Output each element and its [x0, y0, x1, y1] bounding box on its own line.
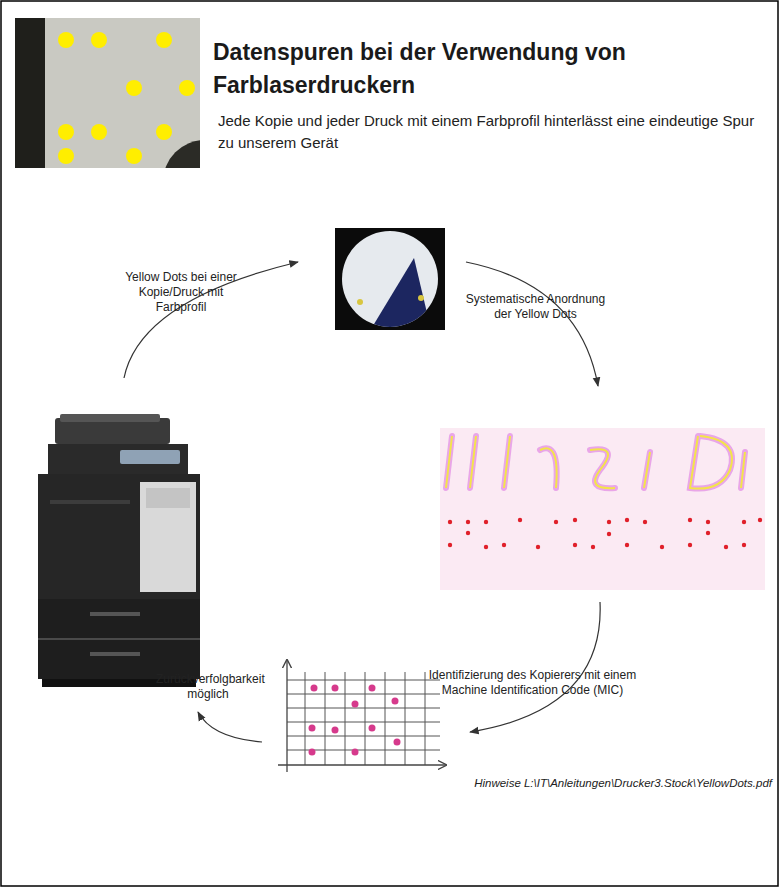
arrow-label: Identifizierung des Kopierers mit einem … [420, 668, 645, 698]
reference-note: Hinweise L:\IT\Anleitungen\Drucker3.Stoc… [400, 776, 772, 791]
printer-illustration [38, 414, 200, 687]
subtitle: Jede Kopie und jeder Druck mit einem Far… [218, 110, 768, 154]
arrow-label: Systematische Anordnung der Yellow Dots [458, 292, 613, 322]
page-title: Datenspuren bei der Verwendung von Farbl… [213, 36, 763, 102]
header-icon [15, 18, 200, 168]
arrow-label: Yellow Dots bei einer Kopie/Druck mit Fa… [120, 270, 242, 315]
scan-image [440, 428, 765, 590]
grid-sketch [278, 660, 446, 772]
arrow-label: Zurückverfolgbarkeit möglich [156, 672, 260, 702]
microscope-photo [335, 228, 445, 334]
